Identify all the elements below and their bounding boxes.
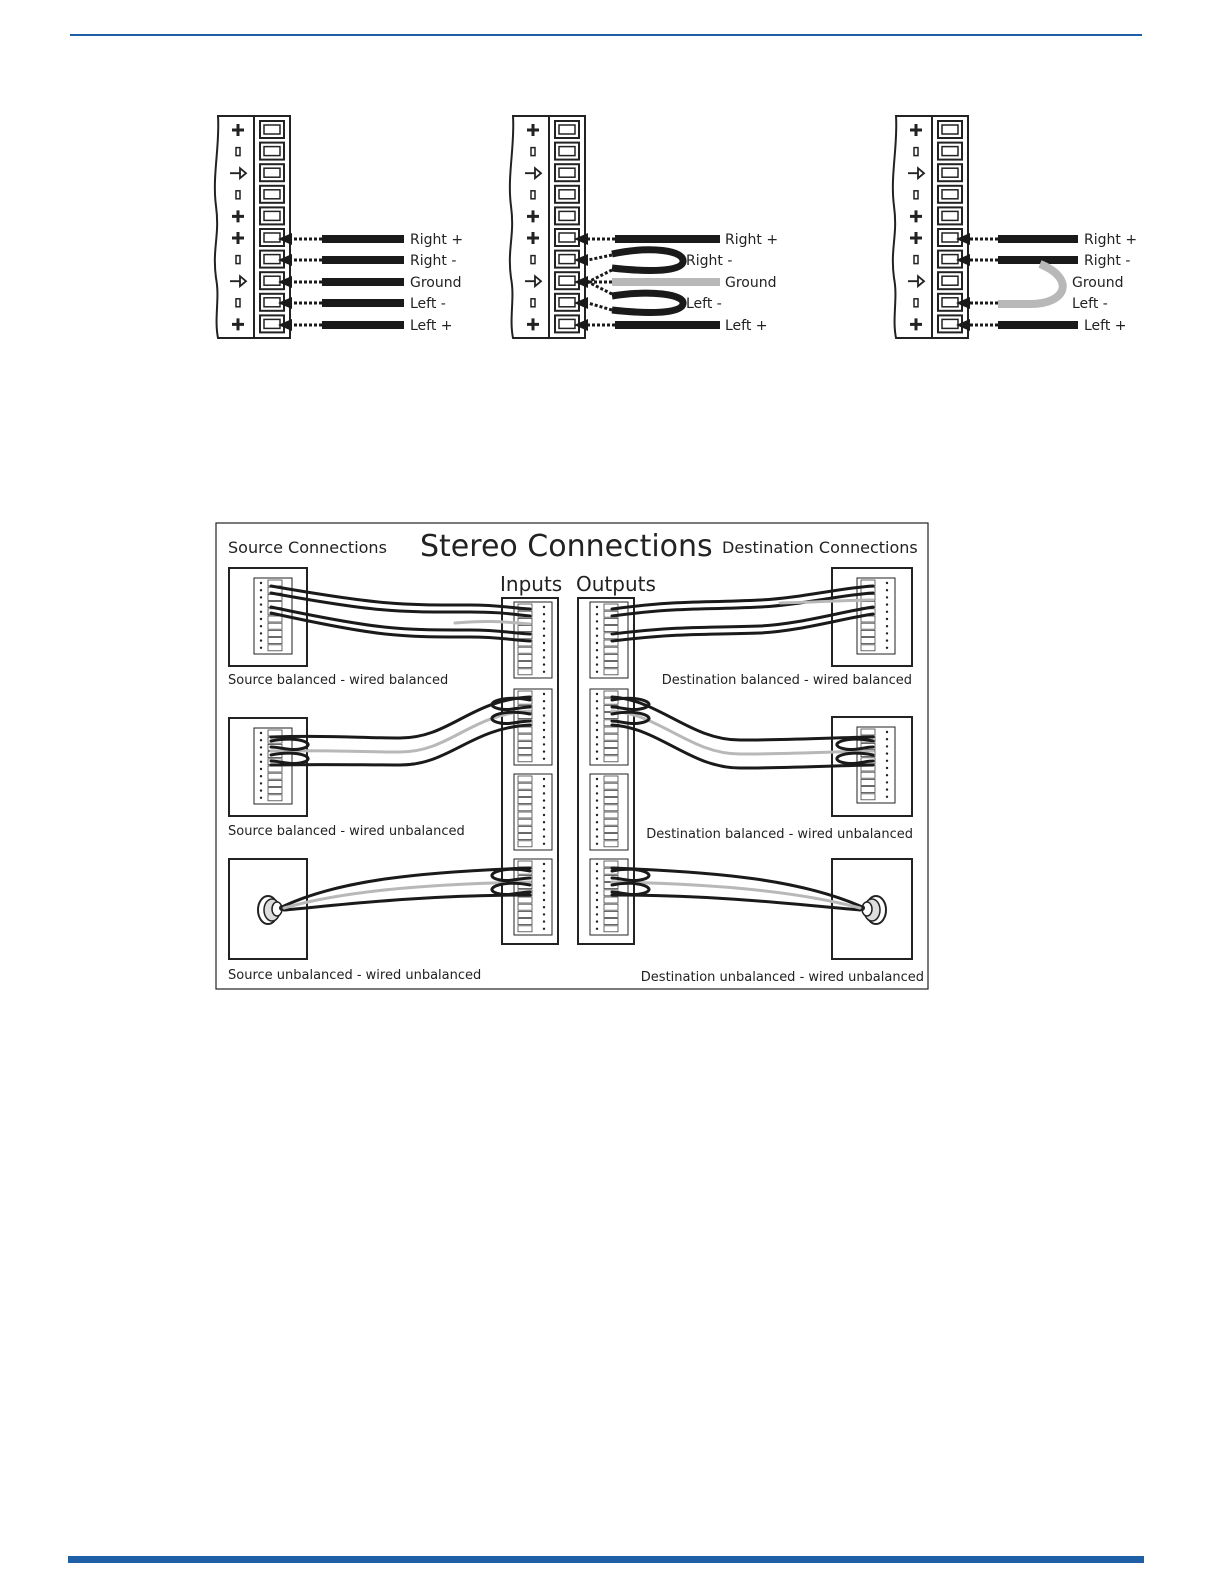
diagram1-wires: [278, 233, 404, 331]
d1-left-minus: Left -: [410, 296, 446, 312]
d3-right-minus: Right -: [1084, 253, 1130, 269]
d2-right-plus: Right +: [725, 232, 778, 248]
rca-connector-destination: [859, 895, 887, 925]
d1-left-plus: Left +: [410, 318, 453, 334]
output-terminals-1: [589, 601, 629, 679]
d2-ground: Ground: [725, 275, 777, 291]
terminal-block-3: [891, 115, 969, 339]
diagram3-wires: [956, 233, 1078, 331]
caption-src-bal-unbal: Source balanced - wired unbalanced: [228, 824, 465, 839]
source-heading: Source Connections: [228, 538, 387, 557]
caption-dst-bal-unbal: Destination balanced - wired unbalanced: [646, 827, 913, 842]
top-rule: [70, 34, 1142, 36]
bottom-rule: [68, 1556, 1144, 1563]
terminal-block-2: [508, 115, 586, 339]
d1-right-plus: Right +: [410, 232, 463, 248]
input-terminals-3: [513, 773, 553, 851]
caption-dst-unbal-unbal: Destination unbalanced - wired unbalance…: [641, 970, 924, 985]
diagram2-wires: [574, 233, 720, 331]
d2-left-plus: Left +: [725, 318, 768, 334]
d3-left-plus: Left +: [1084, 318, 1127, 334]
d2-right-minus: Right -: [686, 253, 732, 269]
output-terminals-4: [589, 858, 629, 936]
d3-left-minus: Left -: [1072, 296, 1108, 312]
rca-connector-source: [257, 895, 285, 925]
caption-dst-bal-bal: Destination balanced - wired balanced: [662, 673, 912, 688]
d2-left-minus: Left -: [686, 296, 722, 312]
d3-ground: Ground: [1072, 275, 1124, 291]
stereo-title: Stereo Connections: [420, 529, 713, 564]
caption-src-bal-bal: Source balanced - wired balanced: [228, 673, 448, 688]
d3-right-plus: Right +: [1084, 232, 1137, 248]
inputs-label: Inputs: [500, 572, 562, 596]
d1-ground: Ground: [410, 275, 462, 291]
outputs-label: Outputs: [576, 572, 656, 596]
destination-heading: Destination Connections: [722, 538, 918, 557]
caption-src-unbal-unbal: Source unbalanced - wired unbalanced: [228, 968, 481, 983]
terminal-block-1: [213, 115, 291, 339]
output-terminals-3: [589, 773, 629, 851]
cables: [269, 584, 875, 912]
d1-right-minus: Right -: [410, 253, 456, 269]
